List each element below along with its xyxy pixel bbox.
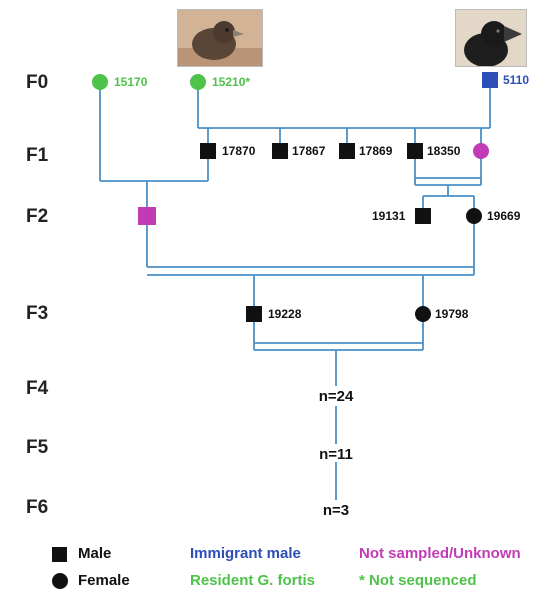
label-19131: 19131 [372,209,406,223]
label-19669: 19669 [487,209,521,223]
offspring-f6-count: n=3 [323,502,349,519]
male-18350-symbol [407,143,423,159]
label-19228: 19228 [268,307,302,321]
label-17870: 17870 [222,144,256,158]
legend-not-sequenced-label: * Not sequenced [359,572,477,589]
immigrant-finch-image [456,10,526,66]
label-15170: 15170 [114,75,148,89]
label-18350: 18350 [427,144,461,158]
offspring-f5-count: n=11 [319,446,353,463]
male-19228-symbol [246,306,262,322]
label-19798: 19798 [435,307,469,321]
resident-finch-image [178,10,262,66]
immigrant-finch-photo [455,9,527,67]
female-15210-symbol [190,74,206,90]
male-19131-symbol [415,208,431,224]
male-17869-symbol [339,143,355,159]
male-17870-symbol [200,143,216,159]
label-5110: 5110 [503,73,529,87]
offspring-f4-count: n=24 [319,388,354,405]
male-17867-symbol [272,143,288,159]
legend-male-symbol [52,547,67,562]
female-19798-symbol [415,306,431,322]
label-15210: 15210* [212,75,250,89]
legend-female-symbol [52,573,68,589]
legend-immigrant-label: Immigrant male [190,545,301,562]
resident-finch-photo [177,9,263,67]
immigrant-male-5110-symbol [482,72,498,88]
label-17869: 17869 [359,144,393,158]
female-19669-symbol [466,208,482,224]
legend-male-label: Male [78,545,112,562]
legend-female-label: Female [78,572,130,589]
unknown-female-symbol [473,143,489,159]
legend-resident-label: Resident G. fortis [190,572,316,589]
unknown-f2-male-symbol [138,207,156,225]
label-17867: 17867 [292,144,326,158]
female-15170-symbol [92,74,108,90]
legend-unknown-label: Not sampled/Unknown [359,545,521,562]
